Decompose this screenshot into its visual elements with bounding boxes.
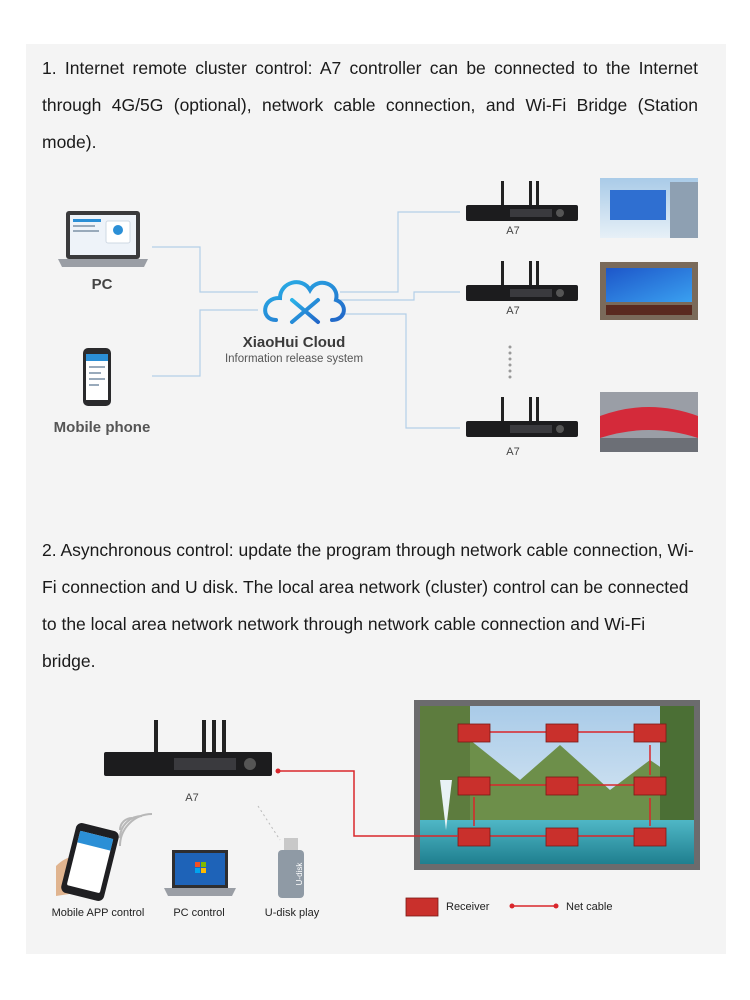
controller-a7-1 — [466, 181, 578, 221]
xiaohui-cloud-icon — [263, 280, 346, 324]
led-screen-photo-3 — [600, 392, 698, 452]
udisk-text: U-disk — [295, 862, 304, 886]
pc-label: PC — [92, 276, 113, 293]
connection-lines — [152, 211, 460, 429]
mobile-app-label: Mobile APP control — [52, 907, 145, 919]
pc-laptop-icon — [58, 211, 148, 267]
mobile-app-icon — [56, 823, 119, 901]
net-cable-grid — [473, 731, 651, 837]
mobile-phone-icon — [83, 348, 111, 406]
led-screen-photo-2 — [600, 262, 698, 320]
cloud-title: XiaoHui Cloud — [243, 334, 346, 351]
controller-a7-2 — [466, 261, 578, 301]
mobile-phone-label: Mobile phone — [54, 419, 151, 436]
led-screen-photo-1 — [600, 178, 698, 238]
controller-a7-1-label: A7 — [506, 225, 519, 237]
controller-a7-section2-label: A7 — [185, 792, 198, 804]
controller-a7-2-label: A7 — [506, 305, 519, 317]
cloud-subtitle: Information release system — [225, 353, 363, 365]
legend-net-cable-label: Net cable — [566, 901, 612, 913]
legend-receiver-label: Receiver — [446, 901, 490, 913]
wifi-signal-icon — [119, 813, 153, 847]
legend-net-cable-icon — [509, 903, 559, 909]
udisk-label: U-disk play — [265, 907, 320, 919]
controller-a7-3 — [466, 397, 578, 437]
controller-a7-3-label: A7 — [506, 446, 519, 458]
pc-control-label: PC control — [173, 907, 224, 919]
controller-a7-section2 — [104, 720, 272, 776]
controller-net-cable — [278, 770, 458, 837]
section1-text: 1. Internet remote cluster control: A7 c… — [42, 58, 698, 152]
udisk-icon — [278, 838, 304, 898]
legend-receiver-icon — [405, 897, 439, 917]
pc-control-icon — [164, 850, 236, 896]
section2-text: 2. Asynchronous control: update the prog… — [42, 540, 694, 671]
udisk-dashed-link — [257, 805, 281, 841]
receivers — [457, 723, 667, 847]
ellipsis-dots — [508, 345, 512, 379]
